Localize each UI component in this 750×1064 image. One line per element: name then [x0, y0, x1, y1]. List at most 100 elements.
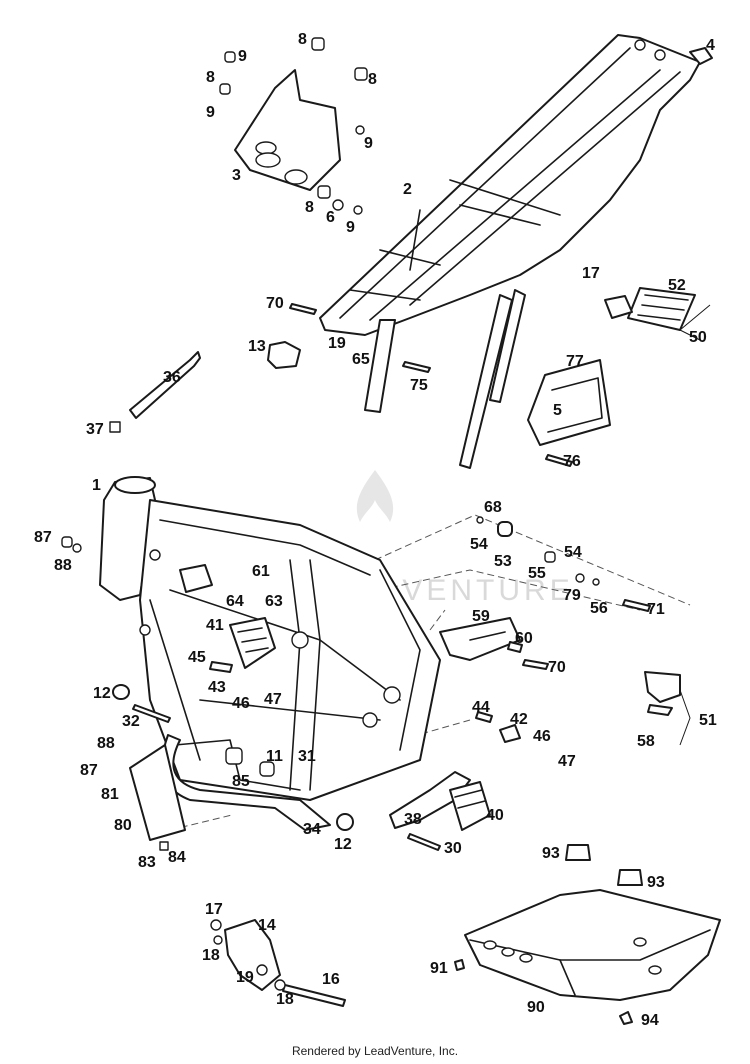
part-91-screw: [454, 959, 465, 971]
callout-34: 34: [303, 821, 321, 838]
callout-94: 94: [641, 1012, 659, 1029]
callout-55: 55: [528, 565, 546, 582]
callout-54b: 54: [564, 544, 582, 561]
rear-subframe: [319, 34, 701, 469]
part-30-bolt: [407, 833, 441, 851]
callout-6: 6: [326, 209, 335, 226]
callout-91: 91: [430, 960, 448, 977]
callout-31: 31: [298, 748, 316, 765]
callout-19b: 19: [236, 969, 254, 986]
callout-16: 16: [322, 971, 340, 988]
callout-47a: 47: [264, 691, 282, 708]
callout-2: 2: [403, 181, 412, 198]
callout-38: 38: [404, 811, 422, 828]
callout-93b: 93: [647, 874, 665, 891]
callout-4: 4: [706, 37, 715, 54]
callout-88b: 88: [97, 735, 115, 752]
callout-53: 53: [494, 553, 512, 570]
part-12-bush-lower: [336, 813, 354, 831]
rubber-mounts: [219, 37, 368, 215]
callout-50: 50: [689, 329, 707, 346]
callout-labels: 1 2 3 4 5 6 8 8 8 8 9 9 9 9 11 12 12 13 …: [34, 31, 717, 1029]
part-44-pin: [475, 711, 493, 723]
right-mount-parts: [476, 516, 651, 670]
callout-40: 40: [486, 807, 504, 824]
callout-36: 36: [163, 369, 181, 386]
part-36-hose: [129, 351, 201, 419]
callout-59: 59: [472, 608, 490, 625]
footer-credit: Rendered by LeadVenture, Inc.: [291, 1044, 459, 1058]
callout-18a: 18: [202, 947, 220, 964]
part-41-footpeg: [229, 617, 276, 669]
part-94-screw: [619, 1011, 633, 1025]
callout-70a: 70: [266, 295, 284, 312]
part-76-bolt: [545, 454, 573, 467]
part-75-bolt: [402, 361, 431, 373]
callout-9a: 9: [238, 48, 247, 65]
part-80-plate: [129, 744, 186, 841]
callout-65: 65: [352, 351, 370, 368]
callout-68: 68: [484, 499, 502, 516]
part-14-bracket-group: [210, 919, 346, 1007]
callout-13: 13: [248, 338, 266, 355]
callout-1: 1: [92, 477, 101, 494]
callout-58: 58: [637, 733, 655, 750]
callout-19a: 19: [328, 335, 346, 352]
callout-52: 52: [668, 277, 686, 294]
callout-43: 43: [208, 679, 226, 696]
callout-8d: 8: [305, 199, 314, 216]
main-frame: [99, 476, 441, 831]
callout-37: 37: [86, 421, 104, 438]
callout-41: 41: [206, 617, 224, 634]
part-11-mount: [225, 747, 243, 765]
callout-93a: 93: [542, 845, 560, 862]
callout-32: 32: [122, 713, 140, 730]
callout-76: 76: [563, 453, 581, 470]
callout-17b: 17: [205, 901, 223, 918]
callout-9c: 9: [364, 135, 373, 152]
part-70-bolt: [289, 303, 317, 315]
callout-8c: 8: [368, 71, 377, 88]
callout-85: 85: [232, 773, 250, 790]
callout-8b: 8: [206, 69, 215, 86]
callout-9d: 9: [346, 219, 355, 236]
callout-71: 71: [647, 601, 665, 618]
callout-63: 63: [265, 593, 283, 610]
callout-42: 42: [510, 711, 528, 728]
callout-9b: 9: [206, 104, 215, 121]
callout-8a: 8: [298, 31, 307, 48]
part-59-bracket: [439, 617, 521, 661]
part-45-pin: [209, 661, 233, 673]
part-12-bush-upper: [112, 684, 130, 700]
callout-12a: 12: [93, 685, 111, 702]
callout-84: 84: [168, 849, 186, 866]
part-32-bolt: [132, 704, 171, 723]
callout-44: 44: [472, 699, 490, 716]
callout-18b: 18: [276, 991, 294, 1008]
callout-14: 14: [258, 917, 276, 934]
part-90-skid-plate: [464, 889, 721, 1001]
callout-80: 80: [114, 817, 132, 834]
callout-46b: 46: [533, 728, 551, 745]
callout-75: 75: [410, 377, 428, 394]
callout-12b: 12: [334, 836, 352, 853]
callout-61: 61: [252, 563, 270, 580]
callout-87b: 87: [80, 762, 98, 779]
part-42-spring: [499, 724, 521, 743]
callout-79: 79: [563, 587, 581, 604]
callout-17a: 17: [582, 265, 600, 282]
part-87-bush: [61, 536, 73, 548]
part-4-cap: [689, 47, 713, 65]
callout-45: 45: [188, 649, 206, 666]
part-13-block: [267, 341, 301, 369]
part-51-footpeg: [644, 671, 691, 746]
callout-88a: 88: [54, 557, 72, 574]
callout-30: 30: [444, 840, 462, 857]
callout-70b: 70: [548, 659, 566, 676]
part-5-chain-guard: [527, 359, 611, 446]
callout-64: 64: [226, 593, 244, 610]
part-37-clip: [109, 421, 121, 433]
part-3-bracket: [234, 69, 341, 191]
callout-46a: 46: [232, 695, 250, 712]
